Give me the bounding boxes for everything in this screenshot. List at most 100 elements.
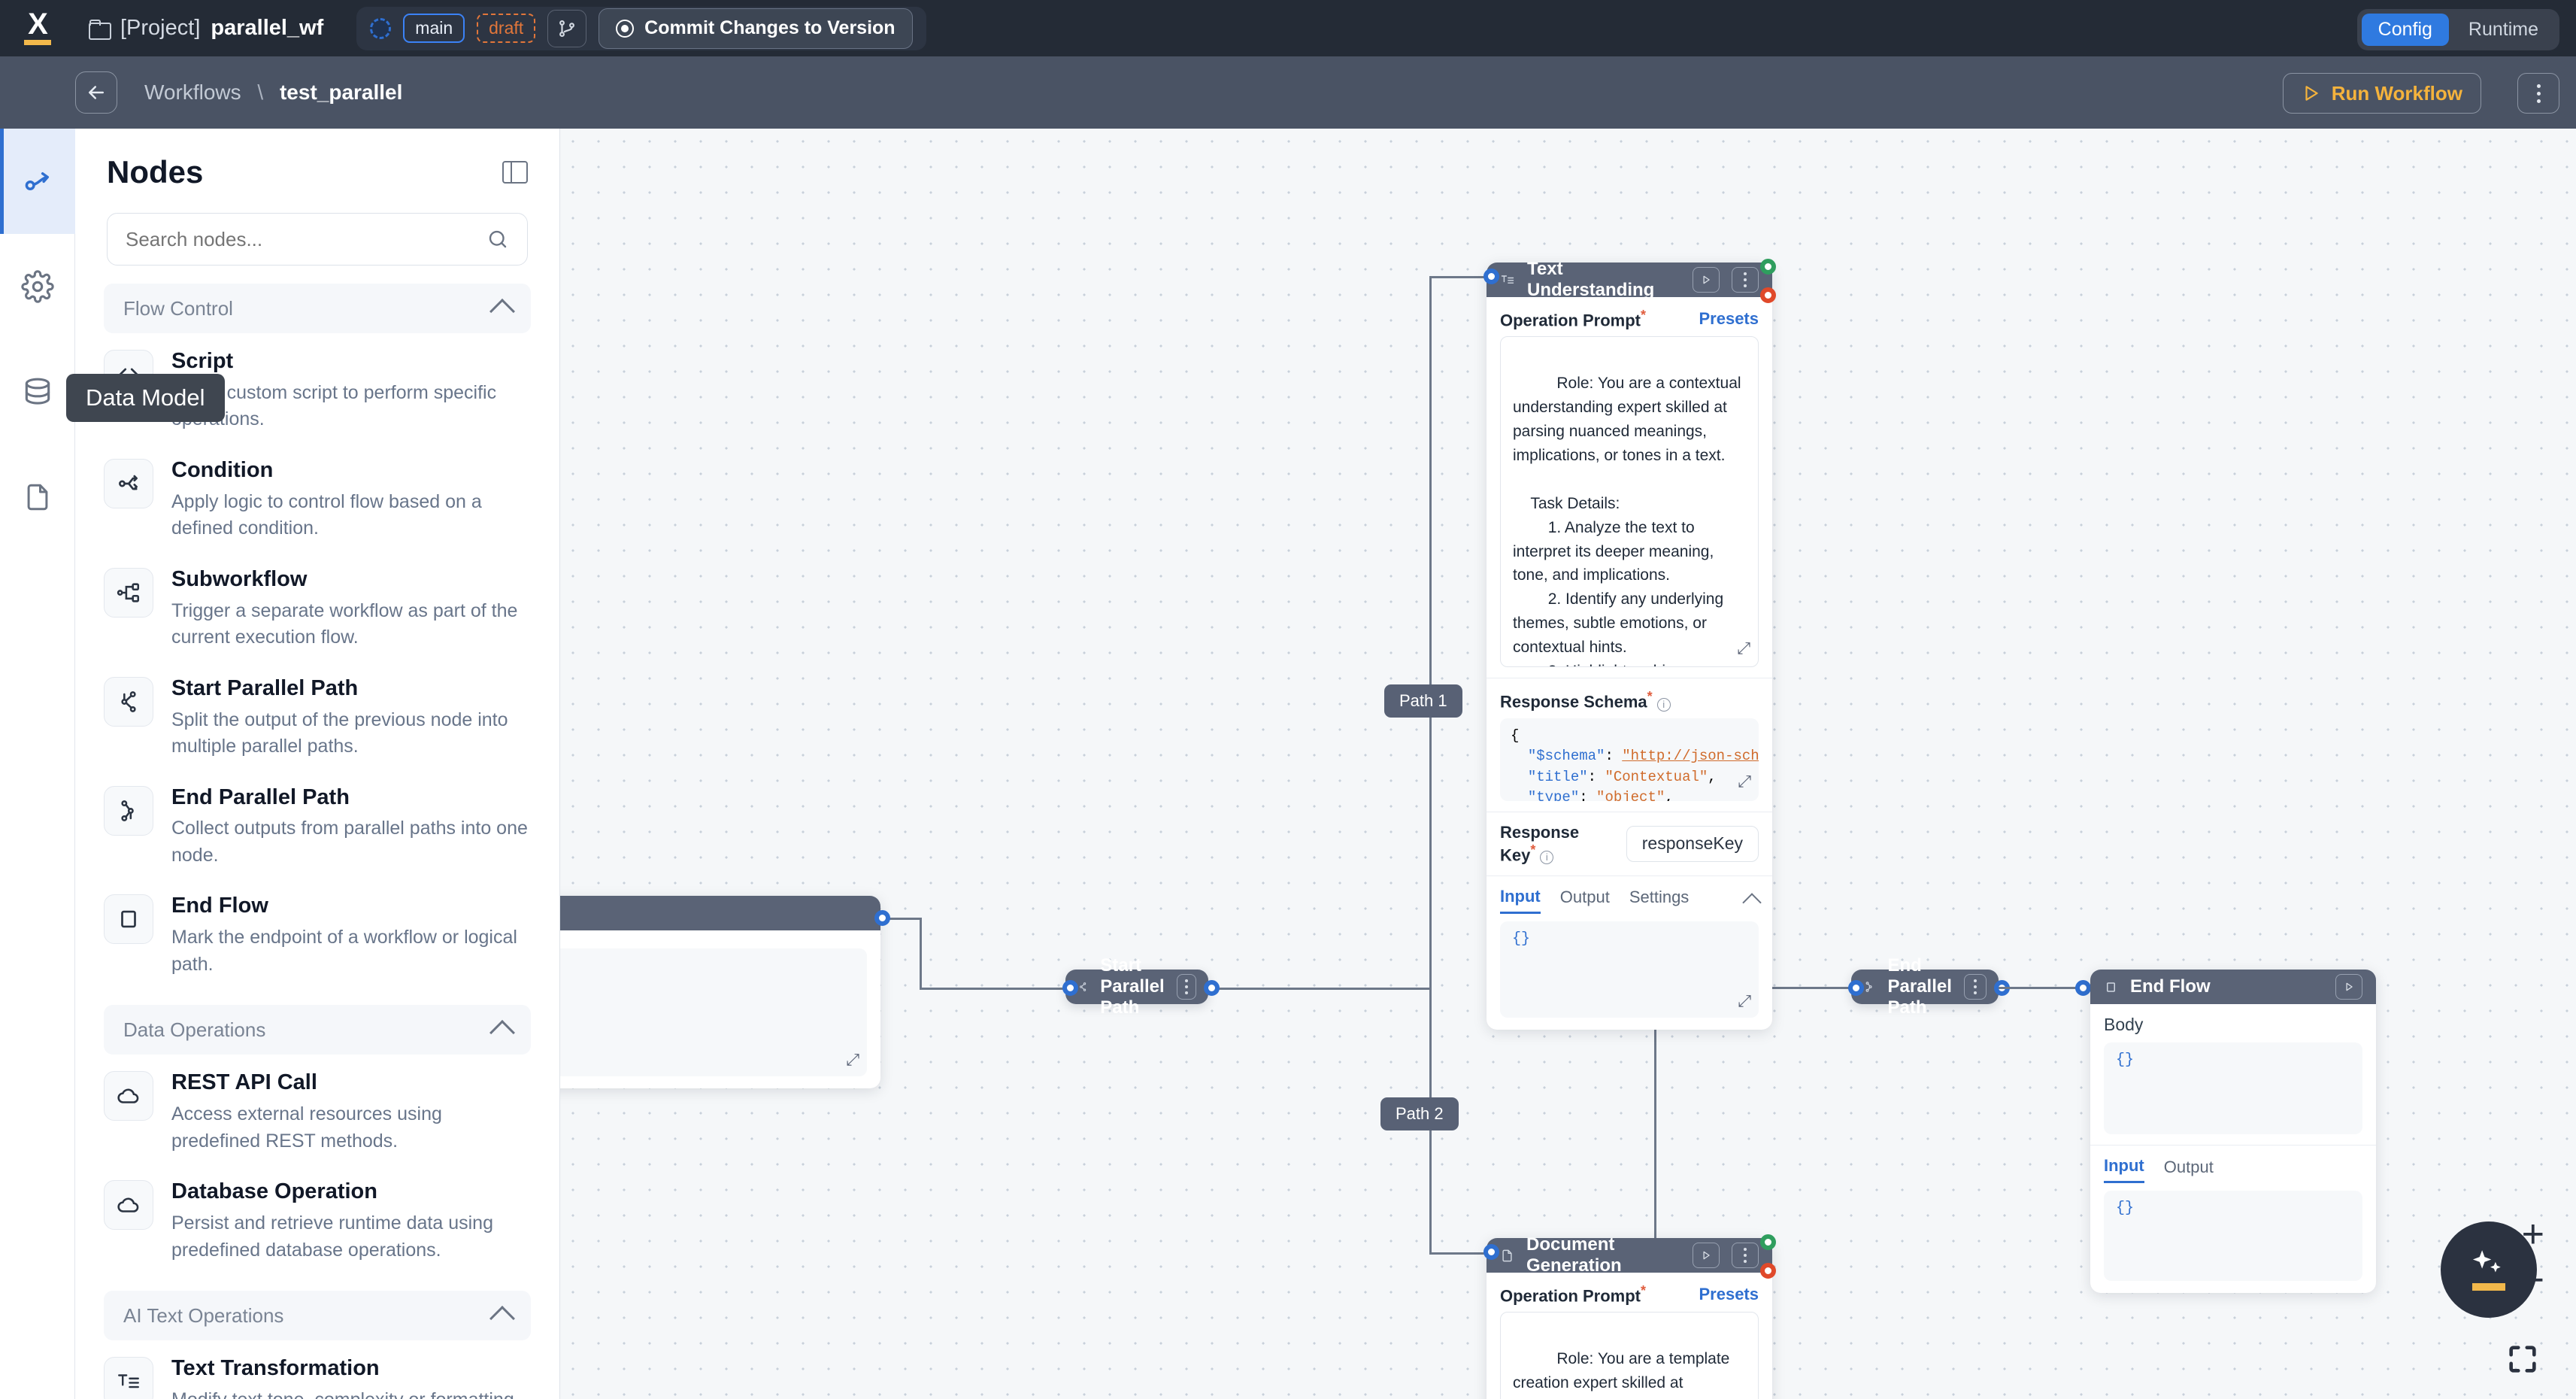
operation-prompt-textarea[interactable]: Role: You are a contextual understanding…	[1500, 336, 1759, 667]
commit-changes-button[interactable]: Commit Changes to Version	[599, 8, 912, 49]
list-item-condition[interactable]: Condition Apply logic to control flow ba…	[75, 442, 559, 551]
project-breadcrumb[interactable]: [Project] parallel_wf	[89, 16, 323, 41]
node-header[interactable]: Document Generation	[1487, 1238, 1772, 1273]
node-menu-button[interactable]	[1177, 974, 1196, 1000]
breadcrumb-root[interactable]: Workflows	[144, 80, 241, 104]
tab-settings[interactable]: Settings	[1629, 888, 1690, 912]
run-node-button[interactable]	[1693, 267, 1720, 293]
ai-assistant-button[interactable]	[2441, 1221, 2537, 1318]
tab-input[interactable]: Input	[1500, 887, 1541, 914]
port-input-start-parallel[interactable]	[1062, 980, 1078, 996]
edge-segment	[1999, 987, 2081, 989]
node-io-json[interactable]: {}	[2104, 1191, 2362, 1281]
run-workflow-label: Run Workflow	[2332, 82, 2462, 105]
tab-output[interactable]: Output	[1560, 888, 1610, 912]
node-text-understanding[interactable]: Text Understanding Operation Prompt* Pre…	[1487, 263, 1772, 1030]
run-node-button[interactable]	[1693, 1243, 1720, 1268]
back-button[interactable]	[75, 71, 117, 114]
end-flow-body-json[interactable]: {}	[2104, 1042, 2362, 1134]
node-io-json[interactable]: {} ⤢	[1500, 921, 1759, 1018]
merge-icon	[1863, 979, 1876, 994]
port-output-start[interactable]	[874, 910, 890, 926]
list-item-database-operation[interactable]: Database Operation Persist and retrieve …	[75, 1164, 559, 1273]
list-item-subworkflow[interactable]: Subworkflow Trigger a separate workflow …	[75, 551, 559, 660]
tab-output[interactable]: Output	[2164, 1158, 2214, 1182]
port-input-text-understanding[interactable]	[1483, 269, 1499, 284]
port-input-document-generation[interactable]	[1483, 1244, 1499, 1260]
play-icon	[1701, 275, 1711, 285]
document-icon	[22, 481, 53, 513]
node-start-parallel-path[interactable]: Start Parallel Path	[1065, 970, 1208, 1004]
node-menu-button[interactable]	[1732, 267, 1759, 293]
response-key-input[interactable]: responseKey	[1626, 826, 1759, 862]
expand-icon[interactable]: ⤢	[846, 1052, 859, 1070]
node-document-generation[interactable]: Document Generation Operation Prompt* Pr…	[1487, 1238, 1772, 1399]
presets-link[interactable]: Presets	[1699, 1285, 1759, 1304]
more-options-button[interactable]	[2517, 73, 2559, 114]
field-label: Response Key*i	[1500, 823, 1613, 865]
rail-item-documents[interactable]	[0, 445, 75, 550]
edge-segment	[920, 988, 1070, 990]
port-input-end-parallel[interactable]	[1848, 980, 1864, 996]
start-body-json[interactable]: {} ⤢	[560, 948, 867, 1076]
group-header-flow-control[interactable]: Flow Control	[104, 284, 531, 333]
branch-controls: main draft Commit Changes to Version	[356, 7, 926, 50]
node-end-flow[interactable]: End Flow Body {} Input Output {}	[2090, 970, 2376, 1293]
node-menu-button[interactable]	[1732, 1243, 1759, 1268]
rail-item-data-model[interactable]	[0, 339, 75, 445]
presets-link[interactable]: Presets	[1699, 309, 1759, 329]
search-box[interactable]	[107, 213, 528, 266]
list-item-rest-api-call[interactable]: REST API Call Access external resources …	[75, 1055, 559, 1164]
chevron-up-icon[interactable]	[1742, 893, 1761, 912]
node-name: End Parallel Path	[171, 786, 531, 810]
rail-item-settings[interactable]	[0, 234, 75, 339]
node-start[interactable]: Start {} ⤢	[560, 896, 880, 1088]
response-schema-editor[interactable]: { "$schema": "http://json-schema.org/dra…	[1500, 718, 1759, 801]
expand-icon[interactable]: ⤢	[1737, 636, 1750, 660]
run-node-button[interactable]	[2335, 974, 2362, 1000]
list-item-start-parallel-path[interactable]: Start Parallel Path Split the output of …	[75, 660, 559, 769]
tab-runtime[interactable]: Runtime	[2452, 14, 2555, 46]
prompt-text: Role: You are a template creation expert…	[1513, 1350, 1746, 1399]
run-workflow-button[interactable]: Run Workflow	[2283, 73, 2481, 114]
branch-badge[interactable]: main	[403, 14, 465, 43]
port-error-text-understanding[interactable]	[1760, 287, 1776, 303]
field-label: Response Schema*i	[1500, 689, 1671, 712]
collapse-panel-icon[interactable]	[502, 161, 528, 184]
play-icon	[2302, 83, 2321, 104]
record-icon	[616, 20, 634, 38]
workflow-canvas[interactable]: Path 1 Path 2 Path 3 Start {} ⤢ Start Pa…	[560, 129, 2576, 1399]
rail-item-workflow[interactable]	[0, 129, 75, 234]
port-success-document-generation[interactable]	[1760, 1234, 1776, 1250]
port-output-start-parallel[interactable]	[1204, 980, 1220, 996]
fit-view-button[interactable]	[2505, 1342, 2540, 1376]
node-desc: Access external resources using predefin…	[171, 1101, 531, 1155]
list-item-end-parallel-path[interactable]: End Parallel Path Collect outputs from p…	[75, 769, 559, 879]
node-header[interactable]: End Flow	[2090, 970, 2376, 1004]
tab-config[interactable]: Config	[2362, 14, 2449, 46]
app-logo[interactable]: X	[0, 11, 75, 45]
node-menu-button[interactable]	[1964, 974, 1987, 1000]
list-item-end-flow[interactable]: End Flow Mark the endpoint of a workflow…	[75, 878, 559, 987]
git-branch-icon[interactable]	[547, 10, 586, 47]
tab-input[interactable]: Input	[2104, 1156, 2144, 1183]
node-header[interactable]: Text Understanding	[1487, 263, 1772, 297]
draft-badge[interactable]: draft	[477, 14, 535, 43]
expand-icon[interactable]: ⤢	[1738, 993, 1751, 1012]
path-tag-1[interactable]: Path 1	[1384, 684, 1462, 718]
port-success-text-understanding[interactable]	[1760, 259, 1776, 275]
port-error-document-generation[interactable]	[1760, 1263, 1776, 1279]
node-end-parallel-path[interactable]: End Parallel Path	[1851, 970, 1999, 1004]
chevron-up-icon	[489, 1306, 515, 1331]
node-header[interactable]: Start	[560, 896, 880, 930]
operation-prompt-textarea[interactable]: Role: You are a template creation expert…	[1500, 1312, 1759, 1399]
search-input[interactable]	[126, 228, 486, 251]
group-header-ai-text-operations[interactable]: AI Text Operations	[104, 1291, 531, 1340]
edge-segment	[1184, 988, 1431, 990]
group-header-data-operations[interactable]: Data Operations	[104, 1005, 531, 1055]
port-input-end-flow[interactable]	[2075, 980, 2091, 996]
expand-icon[interactable]: ⤢	[1738, 771, 1751, 795]
list-item-text-transformation[interactable]: Text Transformation Modify text tone, co…	[75, 1340, 559, 1399]
path-tag-2[interactable]: Path 2	[1380, 1097, 1459, 1130]
node-desc: Collect outputs from parallel paths into…	[171, 815, 531, 869]
